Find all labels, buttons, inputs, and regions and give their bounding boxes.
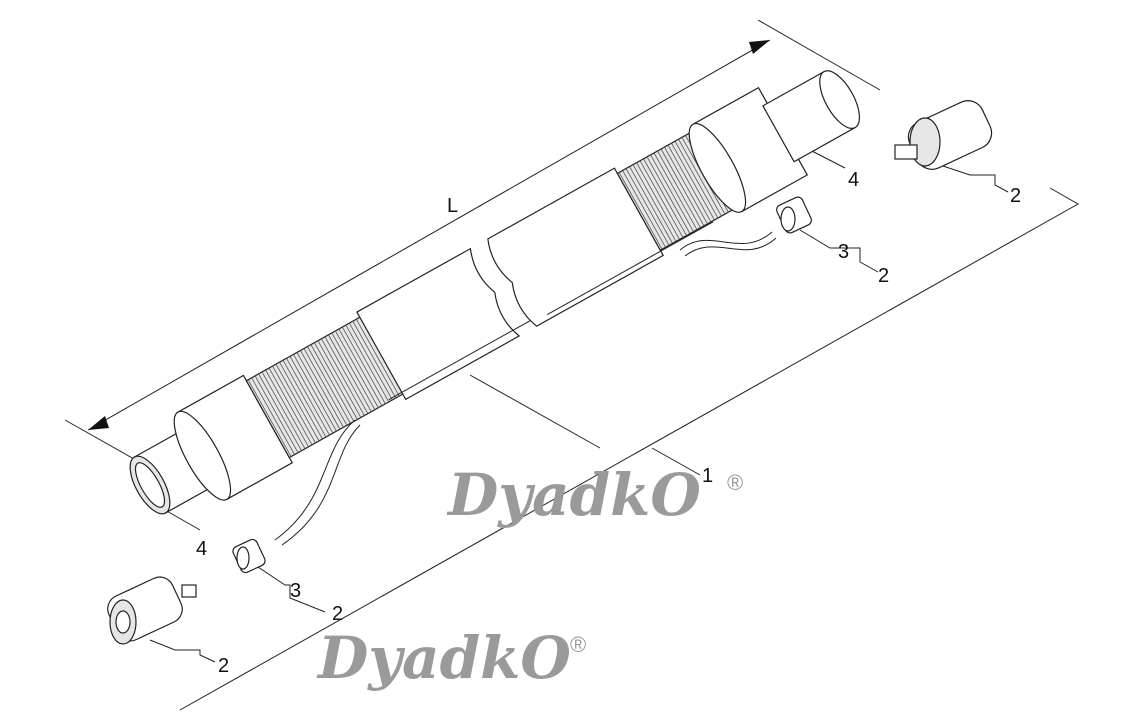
corrugation-ridge <box>247 379 292 457</box>
corrugation-ridge <box>674 140 719 219</box>
nut-left <box>232 538 266 574</box>
corrugation-ridge <box>265 369 309 448</box>
callout-nut-left: 3 <box>290 580 301 602</box>
corrugation-ridge <box>349 322 393 401</box>
svg-text:®: ® <box>727 470 743 495</box>
callout-end-cap-right: 4 <box>848 169 859 191</box>
tube-right <box>679 231 773 251</box>
corrugation-ridge <box>335 330 379 408</box>
corrugation-ridge <box>622 170 666 248</box>
corrugation-ridge <box>314 342 358 420</box>
corrugation-ridge <box>286 358 330 436</box>
callout-nut-right-sub: 2 <box>878 265 889 287</box>
corrugation-ridge <box>646 156 691 234</box>
tube-left <box>274 419 356 541</box>
corrugation-ridge <box>345 324 390 403</box>
corrugation-ridge <box>293 354 337 432</box>
dimension-line <box>64 19 881 486</box>
corrugation-ridge <box>296 352 341 430</box>
pipe-right-section <box>487 70 861 327</box>
nut-right <box>776 196 812 234</box>
corrugation-ridge <box>261 371 306 449</box>
corrugation-ridge <box>307 346 351 424</box>
callout-nut-right: 3 <box>838 241 849 263</box>
corrugation-ridge <box>324 336 369 414</box>
callout-end-cap-left: 4 <box>196 538 207 560</box>
corrugation-ridge <box>664 146 708 225</box>
connector-right <box>894 100 993 170</box>
corrugation-ridge <box>650 154 694 232</box>
tube-right-inner <box>684 237 777 257</box>
corrugation-ridge <box>629 166 673 244</box>
corrugation-ridge <box>643 158 687 236</box>
corrugation-ridge <box>282 360 327 438</box>
corrugation-ridge <box>321 338 365 416</box>
corrugation-ridge <box>660 148 705 227</box>
tube-left-inner <box>281 424 361 546</box>
watermark-bottom: DyadkO ® <box>316 624 586 692</box>
corrugation-ridge <box>639 160 684 238</box>
corrugation-ridge <box>268 367 313 446</box>
callout-nut-left-sub: 2 <box>332 603 343 625</box>
corrugation-ridge <box>618 172 663 250</box>
corrugation-ridge <box>254 375 299 453</box>
corrugation-ridge <box>352 321 397 399</box>
corrugation-ridge <box>258 373 302 451</box>
callout-connector-left: 2 <box>218 655 229 677</box>
corrugation-ridge <box>342 326 386 405</box>
leader-lines <box>149 149 1080 711</box>
corrugation-ridge <box>289 356 334 434</box>
corrugation-ridge <box>317 340 362 418</box>
corrugation-ridge <box>331 332 376 410</box>
corrugation-ridge <box>275 363 320 442</box>
pipe-left-section <box>129 247 538 515</box>
corrugation-ridge <box>653 152 698 230</box>
svg-text:®: ® <box>570 632 586 657</box>
corrugation-ridge <box>272 365 316 444</box>
corrugation-ridge <box>251 377 295 455</box>
connector-left <box>107 576 197 645</box>
corrugation-ridge <box>338 328 383 407</box>
corrugation-ridge <box>625 168 670 246</box>
corrugation-ridge <box>632 164 677 242</box>
corrugation-ridge <box>678 139 722 217</box>
callout-pipe: 1 <box>702 465 713 487</box>
watermark-center: DyadkO ® <box>446 461 743 529</box>
callout-connector-right: 2 <box>1010 185 1021 207</box>
corrugation-ridge <box>279 361 323 440</box>
corrugation-ridge <box>300 350 344 428</box>
corrugation-ridge <box>310 344 355 422</box>
dimension-label-l: L <box>447 195 458 217</box>
svg-text:DyadkO: DyadkO <box>316 624 571 692</box>
corrugation-ridge <box>636 162 680 240</box>
corrugation-ridge <box>671 142 715 221</box>
corrugation-ridge <box>328 334 372 412</box>
corrugation-ridge <box>657 150 701 228</box>
corrugation-ridge <box>356 319 400 397</box>
corrugation-ridge <box>667 144 712 223</box>
corrugation-ridge <box>303 348 348 426</box>
svg-text:DyadkO: DyadkO <box>446 461 701 529</box>
